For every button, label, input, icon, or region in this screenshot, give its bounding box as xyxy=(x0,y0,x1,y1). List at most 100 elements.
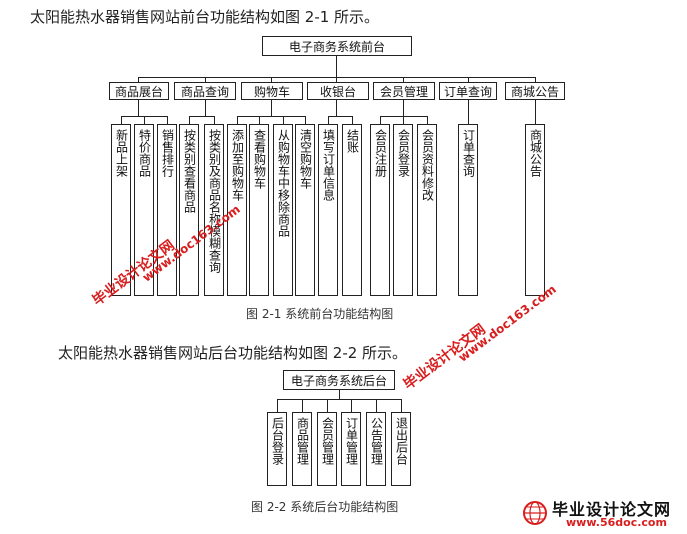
leaf-label: 订单查询 xyxy=(461,129,476,177)
stem-line xyxy=(468,100,469,124)
leaf-label: 查看购物车 xyxy=(252,129,267,189)
leaf-label: 商城公告 xyxy=(528,129,543,177)
drop-line xyxy=(302,399,303,412)
leaf-box: 按类别查看商品 xyxy=(179,124,199,296)
brand-url: www.56doc.com xyxy=(566,516,667,529)
sub-bus-line xyxy=(189,116,214,117)
module-box: 商品展台 xyxy=(109,82,169,100)
drop-line xyxy=(167,116,168,124)
brand-name: 毕业设计论文网 xyxy=(552,500,672,519)
front-root-stem xyxy=(336,56,337,78)
leaf-box: 添加至购物车 xyxy=(227,124,247,296)
caption-front: 图 2-1 系统前台功能结构图 xyxy=(246,307,394,321)
module-box: 购物车 xyxy=(241,82,303,100)
leaf-box: 查看购物车 xyxy=(249,124,269,296)
drop-line xyxy=(380,116,381,124)
stem-line xyxy=(403,100,404,116)
leaf-label: 会员管理 xyxy=(320,417,335,465)
brand-logo: 毕业设计论文网 www.56doc.com xyxy=(522,494,682,532)
back-leaf-box: 后台登录 xyxy=(267,412,287,486)
back-bus-line xyxy=(277,399,401,400)
back-leaf-box: 订单管理 xyxy=(341,412,361,486)
leaf-box: 结账 xyxy=(342,124,362,296)
globe-icon xyxy=(523,501,547,525)
leaf-box: 商城公告 xyxy=(525,124,545,296)
leaf-label: 后台登录 xyxy=(270,417,285,465)
leaf-label: 结账 xyxy=(345,129,360,153)
sub-bus-line xyxy=(237,116,305,117)
leaf-box: 会员注册 xyxy=(370,124,390,296)
drop-line xyxy=(277,399,278,412)
drop-line xyxy=(328,116,329,124)
drop-line xyxy=(352,116,353,124)
leaf-box: 从购物车中移除商品 xyxy=(273,124,293,296)
leaf-box: 按类别及商品名称模糊查询 xyxy=(204,124,224,296)
sub-bus-line xyxy=(328,116,352,117)
drop-line xyxy=(121,116,122,124)
drop-line xyxy=(189,116,190,124)
module-box: 商品查询 xyxy=(174,82,236,100)
heading-front: 太阳能热水器销售网站前台功能结构如图 2-1 所示。 xyxy=(30,8,380,26)
drop-line xyxy=(144,116,145,124)
module-box: 商城公告 xyxy=(505,82,565,100)
drop-line xyxy=(205,77,206,82)
stem-line xyxy=(336,100,337,116)
drop-line xyxy=(351,399,352,412)
back-leaf-box: 会员管理 xyxy=(317,412,337,486)
drop-line xyxy=(535,77,536,82)
leaf-label: 特价商品 xyxy=(137,129,152,177)
back-leaf-box: 公告管理 xyxy=(366,412,386,486)
drop-line xyxy=(376,399,377,412)
leaf-label: 订单管理 xyxy=(344,417,359,465)
back-root-box: 电子商务系统后台 xyxy=(283,370,395,390)
stem-line xyxy=(205,100,206,116)
drop-line xyxy=(283,116,284,124)
leaf-label: 按类别查看商品 xyxy=(182,129,197,213)
leaf-label: 添加至购物车 xyxy=(230,129,245,201)
back-leaf-box: 商品管理 xyxy=(292,412,312,486)
drop-line xyxy=(138,77,139,82)
drop-line xyxy=(259,116,260,124)
front-bus-line xyxy=(138,77,536,78)
leaf-label: 从购物车中移除商品 xyxy=(276,129,291,237)
leaf-box: 新品上架 xyxy=(111,124,131,296)
drop-line xyxy=(336,77,337,82)
drop-line xyxy=(468,77,469,82)
leaf-label: 新品上架 xyxy=(114,129,129,177)
leaf-box: 会员登录 xyxy=(393,124,413,296)
drop-line xyxy=(403,116,404,124)
stem-line xyxy=(138,100,139,116)
leaf-box: 会员资料修改 xyxy=(417,124,437,296)
drop-line xyxy=(327,399,328,412)
stem-line xyxy=(535,100,536,124)
leaf-label: 退出后台 xyxy=(394,417,409,465)
drop-line xyxy=(237,116,238,124)
leaf-label: 清空购物车 xyxy=(298,129,313,189)
drop-line xyxy=(214,116,215,124)
back-leaf-box: 退出后台 xyxy=(391,412,411,486)
front-root-box: 电子商务系统前台 xyxy=(262,36,412,56)
leaf-label: 会员资料修改 xyxy=(420,129,435,201)
leaf-box: 填写订单信息 xyxy=(318,124,338,296)
drop-line xyxy=(401,399,402,412)
leaf-box: 订单查询 xyxy=(458,124,478,296)
leaf-label: 按类别及商品名称模糊查询 xyxy=(207,129,222,273)
caption-back: 图 2-2 系统后台功能结构图 xyxy=(251,500,399,514)
leaf-label: 公告管理 xyxy=(369,417,384,465)
module-box: 订单查询 xyxy=(439,82,497,100)
back-root-stem xyxy=(339,390,340,399)
heading-back: 太阳能热水器销售网站后台功能结构如图 2-2 所示。 xyxy=(58,344,408,362)
leaf-label: 会员登录 xyxy=(396,129,411,177)
leaf-box: 清空购物车 xyxy=(295,124,315,296)
leaf-label: 填写订单信息 xyxy=(321,129,336,201)
drop-line xyxy=(427,116,428,124)
drop-line xyxy=(271,77,272,82)
watermark-cn-right: 毕业设计论文网 xyxy=(400,321,489,394)
drop-line xyxy=(305,116,306,124)
leaf-label: 销售排行 xyxy=(160,129,175,177)
drop-line xyxy=(403,77,404,82)
leaf-box: 特价商品 xyxy=(134,124,154,296)
leaf-label: 商品管理 xyxy=(295,417,310,465)
stem-line xyxy=(271,100,272,116)
leaf-box: 销售排行 xyxy=(157,124,177,296)
